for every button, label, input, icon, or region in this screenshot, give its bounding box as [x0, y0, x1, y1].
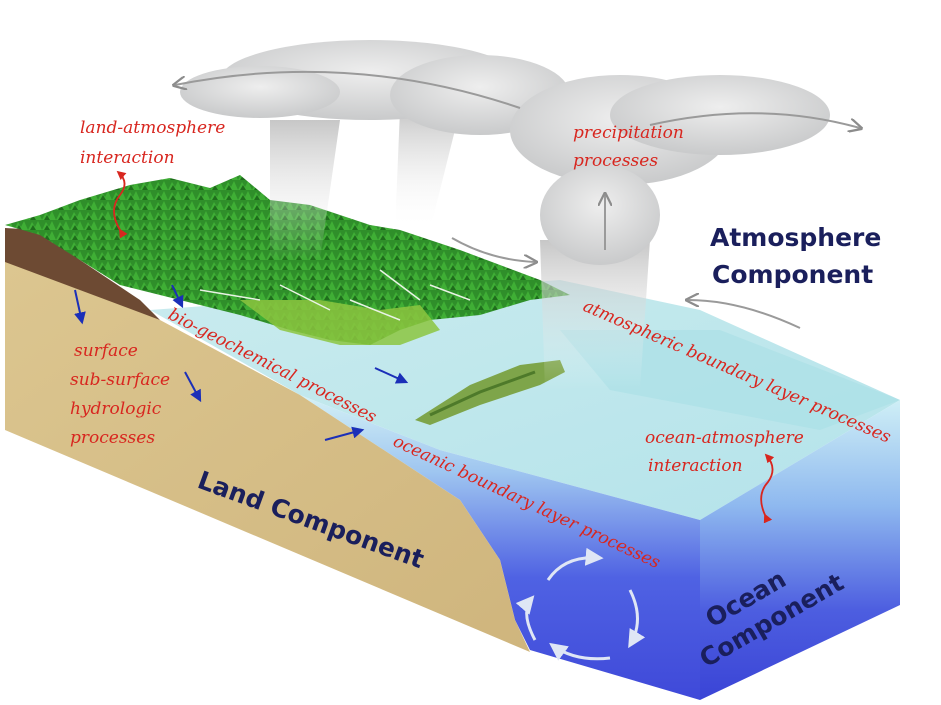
circulation-arc: [515, 595, 537, 641]
land-side-face: [5, 255, 530, 652]
shelf-shallow: [560, 330, 900, 430]
arrow-inflow: [451, 237, 535, 262]
arrow-cloud-right: [649, 112, 860, 128]
label-atmosphere-component-1: Atmosphere: [710, 223, 881, 252]
label-surface-2: sub-surface: [70, 370, 170, 390]
lowland-green: [240, 300, 440, 345]
label-surface-1: surface: [74, 341, 138, 361]
circulation-arc: [628, 589, 646, 649]
cloud-puff: [180, 66, 340, 118]
ocean-circulation: [515, 547, 646, 661]
label-ocean-atmosphere-2: interaction: [648, 456, 743, 476]
soil-layer: [5, 228, 160, 320]
flow-arrows: [74, 284, 409, 441]
interaction-arrows: [113, 170, 775, 524]
arrow-cloud-left: [175, 70, 521, 109]
rain-shaft-mid: [395, 110, 460, 230]
arrow-subsurface: [184, 371, 202, 403]
label-land-atmosphere-1: land-atmosphere: [80, 118, 225, 138]
label-surface-4: processes: [70, 428, 155, 448]
arrow-discharge: [324, 426, 365, 441]
ocean-front-face: [300, 395, 700, 700]
ocean-side-face: [700, 400, 900, 700]
label-precipitation-1: precipitation: [573, 123, 684, 143]
label-ocean-atmosphere-1: ocean-atmosphere: [645, 428, 804, 448]
arrow-land-atmosphere: [113, 170, 128, 239]
arrow-boundary-return: [688, 300, 801, 329]
cloud-system: [180, 40, 830, 390]
arrow-ocean-atmosphere: [760, 453, 775, 524]
circulation-arc: [546, 547, 604, 581]
circulation-arrows: [175, 70, 860, 329]
label-surface-3: hydrologic: [70, 399, 162, 419]
rain-shaft-right: [540, 240, 650, 390]
arrow-river: [374, 367, 409, 384]
island-ridge: [429, 370, 536, 417]
cloud-puff: [540, 165, 660, 265]
arrow-runoff: [171, 284, 184, 309]
rain-shaft-left: [270, 120, 340, 260]
circulation-arc: [549, 642, 611, 661]
river-lines: [199, 269, 471, 321]
label-land-atmosphere-2: interaction: [80, 148, 175, 168]
label-precipitation-2: processes: [573, 151, 658, 171]
label-atmosphere-component-2: Component: [712, 260, 873, 289]
arrow-infiltration: [74, 289, 86, 325]
